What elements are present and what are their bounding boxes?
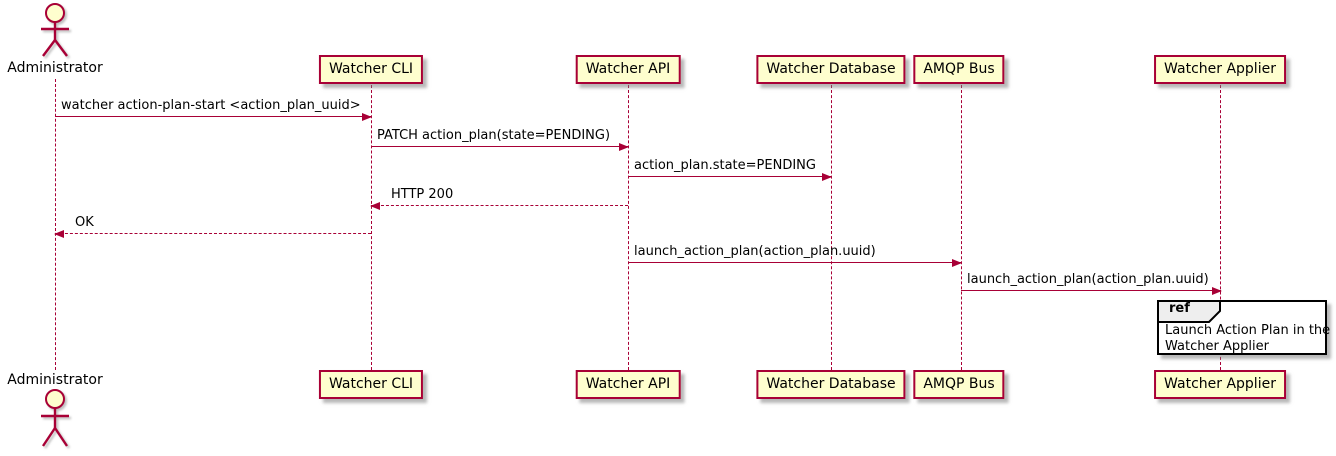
administrator-lifeline bbox=[55, 79, 56, 370]
message-6-label: launch_action_plan(action_plan.uuid) bbox=[634, 244, 876, 259]
watcher-applier-lifeline bbox=[1220, 85, 1221, 370]
actor-icon bbox=[36, 388, 74, 454]
participant-watcher-api-top: Watcher API bbox=[575, 55, 681, 84]
participant-watcher-cli-bottom: Watcher CLI bbox=[318, 370, 424, 399]
message-2: PATCH action_plan(state=PENDING) bbox=[371, 128, 629, 151]
message-3: action_plan.state=PENDING bbox=[628, 158, 832, 181]
message-4-label: HTTP 200 bbox=[391, 187, 454, 202]
participant-watcher-database-top: Watcher Database bbox=[756, 55, 906, 84]
arrow-right-icon bbox=[628, 259, 962, 267]
actor-icon bbox=[36, 3, 74, 63]
participant-watcher-api-bottom: Watcher API bbox=[575, 370, 681, 399]
amqp-bus-lifeline bbox=[961, 85, 962, 370]
message-4: HTTP 200 bbox=[370, 187, 628, 210]
ref-text-line1: Launch Action Plan in the bbox=[1165, 323, 1331, 338]
message-5-label: OK bbox=[75, 215, 94, 230]
ref-text: Launch Action Plan in the Watcher Applie… bbox=[1165, 323, 1330, 355]
message-2-label: PATCH action_plan(state=PENDING) bbox=[377, 128, 611, 143]
arrow-right-icon bbox=[371, 143, 629, 151]
message-1-label: watcher action-plan-start <action_plan_u… bbox=[61, 98, 361, 113]
ref-keyword: ref bbox=[1169, 301, 1190, 316]
arrow-left-dashed-icon bbox=[370, 202, 628, 210]
participant-watcher-database-bottom: Watcher Database bbox=[756, 370, 906, 399]
message-1: watcher action-plan-start <action_plan_u… bbox=[55, 98, 372, 121]
message-6: launch_action_plan(action_plan.uuid) bbox=[628, 244, 962, 267]
participant-watcher-cli-top: Watcher CLI bbox=[318, 55, 424, 84]
participant-amqp-bus-bottom: AMQP Bus bbox=[913, 370, 1005, 399]
message-7-label: launch_action_plan(action_plan.uuid) bbox=[967, 272, 1209, 287]
ref-fragment: ref Launch Action Plan in the Watcher Ap… bbox=[1157, 300, 1330, 355]
participant-watcher-applier-top: Watcher Applier bbox=[1154, 55, 1286, 84]
participant-amqp-bus-top: AMQP Bus bbox=[913, 55, 1005, 84]
actor-label-top: Administrator bbox=[7, 60, 103, 76]
message-5: OK bbox=[54, 215, 371, 238]
arrow-left-dashed-icon bbox=[54, 230, 371, 238]
arrow-right-icon bbox=[961, 287, 1222, 295]
ref-tab-icon: ref bbox=[1157, 300, 1221, 327]
watcher-database-lifeline bbox=[831, 85, 832, 370]
participant-watcher-applier-bottom: Watcher Applier bbox=[1154, 370, 1286, 399]
watcher-api-lifeline bbox=[628, 85, 629, 370]
actor-label-bottom: Administrator bbox=[7, 372, 103, 388]
watcher-cli-lifeline bbox=[371, 85, 372, 370]
arrow-right-icon bbox=[628, 173, 832, 181]
arrow-right-icon bbox=[55, 113, 372, 121]
ref-text-line2: Watcher Applier bbox=[1165, 339, 1269, 354]
message-7: launch_action_plan(action_plan.uuid) bbox=[961, 272, 1222, 295]
message-3-label: action_plan.state=PENDING bbox=[634, 158, 816, 173]
